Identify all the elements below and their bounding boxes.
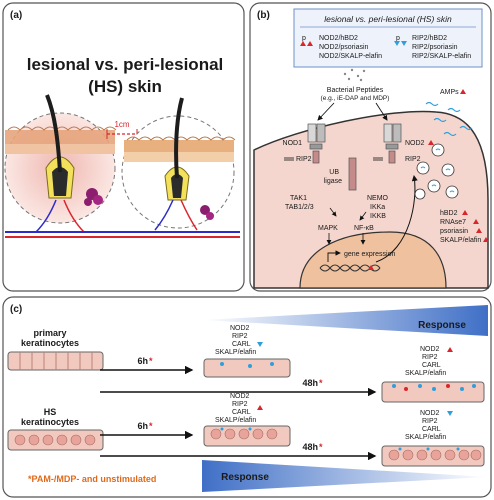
nod2-label: NOD2 bbox=[405, 140, 425, 147]
response-label-bottom: Response bbox=[221, 472, 269, 483]
hs-culture-dish bbox=[7, 429, 104, 451]
markers-hs-6h-3: SKALP/elafin bbox=[215, 417, 256, 424]
panel-c: (c) Response Response primary keratinocy… bbox=[2, 296, 492, 498]
panel-c-label: (c) bbox=[10, 304, 22, 315]
rip2-right-label: RIP2 bbox=[405, 156, 421, 163]
legend-left-item-0: NOD2/hBD2 bbox=[319, 35, 358, 42]
asterisk-6h-hs: * bbox=[149, 421, 153, 431]
asterisk-48h-hs: * bbox=[319, 442, 323, 452]
markers-primary-6h-2: CARL bbox=[232, 341, 251, 348]
panel-b-label: (b) bbox=[257, 10, 270, 21]
bacterial-peptides bbox=[343, 68, 366, 82]
markers-primary-48h-3: SKALP/elafin bbox=[405, 370, 446, 377]
markers-primary-6h-1: RIP2 bbox=[232, 333, 248, 340]
peptides-line1: Bacterial Peptides bbox=[327, 87, 384, 94]
output-2: psoriasin bbox=[440, 228, 468, 235]
legend-right-item-0: RIP2/hBD2 bbox=[412, 35, 447, 42]
gene-expression-label: gene expression bbox=[344, 251, 395, 258]
primary-6h-dish bbox=[203, 358, 291, 378]
distance-label: 1cm bbox=[114, 120, 129, 129]
markers-hs-48h-0: NOD2 bbox=[420, 410, 440, 417]
legend-right-symbol: p bbox=[396, 35, 400, 42]
markers-primary-48h-0: NOD2 bbox=[420, 346, 440, 353]
panel-a-label: (a) bbox=[10, 10, 22, 21]
tak1-label: TAK1 bbox=[290, 195, 307, 202]
hs-line1: HS bbox=[44, 407, 57, 417]
hs-line2: keratinocytes bbox=[21, 417, 79, 427]
primary-48h-dish bbox=[381, 381, 485, 403]
response-label-top: Response bbox=[418, 320, 466, 331]
markers-hs-48h-1: RIP2 bbox=[422, 418, 438, 425]
footnote: *PAM-/MDP- and unstimulated bbox=[28, 474, 156, 484]
markers-primary-6h-3: SKALP/elafin bbox=[215, 349, 256, 356]
response-gradient-top bbox=[202, 305, 488, 336]
time-48h-primary: 48h bbox=[302, 378, 318, 388]
markers-primary-48h-2: CARL bbox=[422, 362, 441, 369]
mapk-label: MAPK bbox=[318, 225, 338, 232]
primary-line1: primary bbox=[33, 328, 66, 338]
markers-primary-6h-0: NOD2 bbox=[230, 325, 250, 332]
ikkb-label: IKKB bbox=[370, 213, 386, 220]
ikka-label: IKKa bbox=[370, 204, 385, 211]
markers-primary-48h-1: RIP2 bbox=[422, 354, 438, 361]
nfkb-label: NF-κB bbox=[354, 225, 374, 232]
output-3: SKALP/elafin bbox=[440, 237, 481, 244]
legend-left-symbol: p bbox=[302, 35, 306, 42]
markers-hs-6h-0: NOD2 bbox=[230, 393, 250, 400]
asterisk-48h-primary: * bbox=[319, 378, 323, 388]
markers-hs-6h-1: RIP2 bbox=[232, 401, 248, 408]
amps-label: AMPs bbox=[440, 89, 459, 96]
amps-squiggles bbox=[425, 101, 473, 137]
hs-48h-dish bbox=[381, 445, 485, 467]
nod1-receptor bbox=[307, 123, 326, 164]
legend-left-item-1: NOD2/psoriasin bbox=[319, 44, 369, 51]
tab-label: TAB1/2/3 bbox=[285, 204, 314, 211]
panel-a-title-line2: (HS) skin bbox=[88, 77, 162, 96]
markers-hs-48h-3: SKALP/elafin bbox=[405, 434, 446, 441]
panel-b-header: lesional vs. peri-lesional (HS) skin bbox=[324, 14, 452, 24]
panel-b: (b) lesional vs. peri-lesional (HS) skin… bbox=[249, 2, 492, 292]
rip2-left-label: RIP2 bbox=[296, 156, 312, 163]
nod1-label: NOD1 bbox=[283, 140, 303, 147]
asterisk-6h-primary: * bbox=[149, 356, 153, 366]
legend-right-item-2: RIP2/SKALP-elafin bbox=[412, 53, 471, 60]
ub-line1: UB bbox=[329, 169, 339, 176]
markers-hs-6h-2: CARL bbox=[232, 409, 251, 416]
time-6h-hs: 6h bbox=[137, 421, 148, 431]
legend-right-item-1: RIP2/psoriasin bbox=[412, 44, 458, 51]
peptides-line2: (e.g., iE-DAP and MDP) bbox=[321, 95, 390, 102]
primary-culture-dish bbox=[7, 351, 104, 371]
hs-6h-dish bbox=[203, 425, 291, 447]
primary-line2: keratinocytes bbox=[21, 338, 79, 348]
lesional-skin-illustration bbox=[4, 94, 117, 233]
panel-a: (a) lesional vs. peri-lesional (HS) skin… bbox=[2, 2, 245, 292]
vesicles bbox=[414, 143, 459, 200]
markers-hs-48h-2: CARL bbox=[422, 426, 441, 433]
response-gradient-bottom bbox=[202, 460, 488, 492]
time-48h-hs: 48h bbox=[302, 442, 318, 452]
ub-line2: ligase bbox=[324, 178, 342, 185]
legend-left-item-2: NOD2/SKALP-elafin bbox=[319, 53, 382, 60]
ub-ligase-bar bbox=[348, 157, 357, 191]
nucleus bbox=[299, 231, 447, 289]
panel-a-title-line1: lesional vs. peri-lesional bbox=[27, 55, 224, 74]
peri-lesional-skin-illustration bbox=[121, 97, 236, 231]
nemo-label: NEMO bbox=[367, 195, 389, 202]
output-0: hBD2 bbox=[440, 210, 458, 217]
output-1: RNAse7 bbox=[440, 219, 466, 226]
nod2-receptor bbox=[383, 123, 402, 164]
time-6h-primary: 6h bbox=[137, 356, 148, 366]
